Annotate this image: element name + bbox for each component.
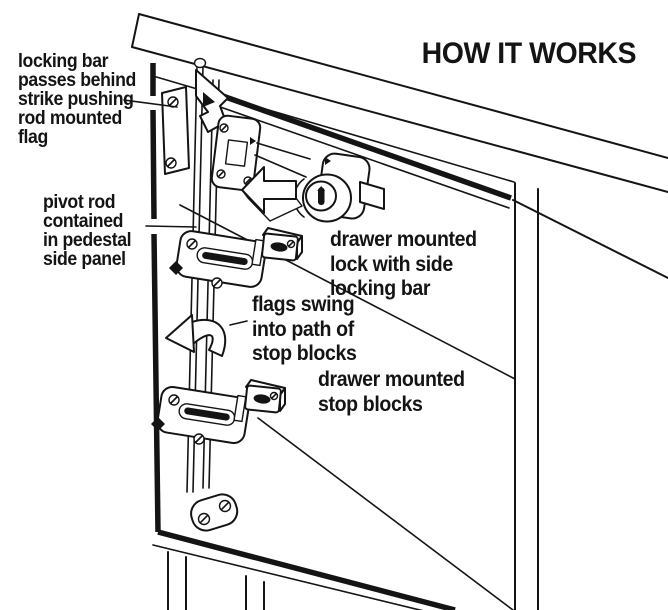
screw-icon [167, 96, 179, 108]
screw-icon [168, 394, 180, 406]
callout-locking-bar [123, 99, 178, 108]
lock-side-bar-stub [359, 181, 385, 210]
flag-upper [169, 230, 267, 289]
page-title: HOW IT WORKS [421, 37, 637, 70]
keyhole-icon [317, 186, 326, 205]
pivot-pin [151, 417, 165, 431]
screw-icon [165, 157, 177, 169]
screw-icon [193, 433, 205, 445]
cabinet-top-slab [131, 13, 668, 193]
pedestal-legs [167, 551, 265, 610]
screw-icon [218, 499, 232, 513]
strike-assembly [161, 69, 311, 192]
screw-icon [269, 391, 279, 401]
screw-icon [186, 238, 198, 250]
side-locking-bar [254, 142, 311, 178]
label-drawer-lock: drawer mounted lock with side locking ba… [330, 228, 477, 300]
screw-icon [216, 169, 226, 179]
screw-icon [219, 123, 229, 133]
stop-block-upper [261, 227, 303, 262]
bottom-bracket [190, 493, 239, 532]
label-locking-bar: locking bar passes behind strike pushing… [18, 51, 136, 148]
stop-block-lower [244, 379, 286, 414]
arrow-left-icon [241, 166, 303, 222]
rod-mounted-flag-top [195, 69, 229, 133]
flag-lower [151, 385, 250, 445]
callout-pivot-rod [145, 225, 197, 228]
callout-flags-swing [229, 320, 248, 326]
screw-icon [197, 512, 211, 526]
screw-icon [286, 239, 296, 249]
label-stop-blocks: drawer mounted stop blocks [318, 368, 465, 416]
label-pivot-rod: pivot rod contained in pedestal side pan… [43, 192, 132, 270]
curved-arrow-icon [165, 314, 227, 357]
callout-lines [123, 99, 248, 326]
pivot-pin [169, 261, 183, 275]
screw-icon [211, 277, 223, 289]
label-flags-swing: flags swing into path of stop blocks [252, 293, 357, 365]
drawer-lock [293, 152, 385, 223]
lock-cylinder [293, 173, 352, 223]
drawer-edges [179, 204, 516, 610]
